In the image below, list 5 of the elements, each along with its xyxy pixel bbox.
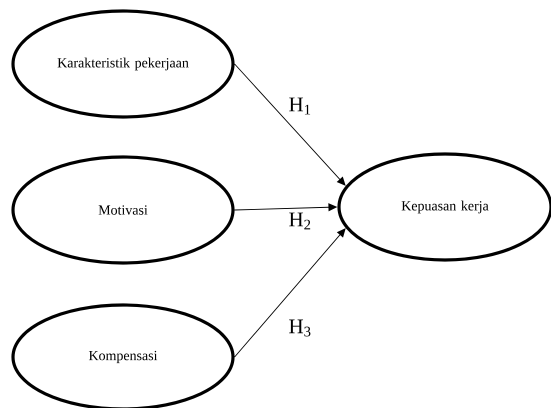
edge-label: H$_{1}$	[288, 96, 312, 116]
ellipse-node: Karakteristik pekerjaan	[11, 9, 235, 119]
edge-label: H$_{2}$	[288, 212, 312, 230]
edge-label: H$_{3}$	[288, 318, 312, 338]
ellipse-node: Motivasi	[11, 155, 235, 265]
